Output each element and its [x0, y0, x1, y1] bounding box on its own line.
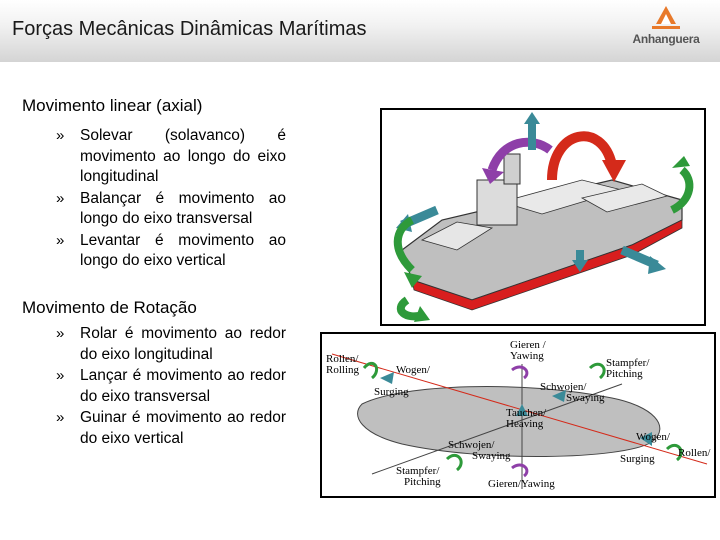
label-swaying-2: Swaying: [472, 450, 511, 462]
rotation-arrow-icon: [665, 443, 683, 462]
motion-axes-diagram: Rollen/ Rolling Wogen/ Surging Gieren / …: [320, 332, 716, 498]
label-rollen-1: Rollen/: [326, 353, 359, 365]
bullet-text: Lançar é movimento ao redor do eixo tran…: [80, 367, 286, 405]
container-stack-fore: [580, 183, 669, 213]
pitch-arrow-icon: [547, 131, 617, 181]
label-stampfer-2: Stampfer/: [396, 465, 440, 477]
label-heaving: Heaving: [506, 418, 544, 430]
list-item: » Solevar (solavanco) é movimento ao long…: [56, 126, 286, 188]
logo-text: Anhanguera: [632, 32, 700, 46]
rotation-arrow-icon: [445, 453, 463, 472]
label-tauchen: Tauchen/: [506, 407, 547, 419]
rotation-bullet-list: » Rolar é movimento ao redor do eixo long…: [56, 324, 286, 450]
bullet-text: Rolar é movimento ao redor do eixo longi…: [80, 325, 286, 363]
container-stack-aft: [420, 221, 494, 251]
bullet-mark: »: [56, 367, 65, 384]
ship-bridge: [476, 179, 518, 226]
ship-motion-illustration: [380, 108, 706, 326]
list-item: » Levantar é movimento ao longo do eixo v…: [56, 231, 286, 272]
label-pitching-2: Pitching: [404, 476, 441, 488]
rotation-arrow-icon: [511, 365, 529, 380]
label-stampfer-1: Stampfer/: [606, 357, 650, 369]
label-rollen-2: Rollen/: [678, 447, 711, 459]
heave-arrow-icon: [516, 404, 528, 416]
ship-funnel: [503, 153, 521, 185]
section-heading-rotation: Movimento de Rotação: [22, 298, 197, 317]
bullet-text: Levantar é movimento ao longo do eixo ve…: [80, 231, 286, 270]
logo-mark-icon: [652, 6, 680, 29]
motion-axes-drawing: [331, 353, 708, 489]
rotation-arrow-icon: [362, 361, 378, 380]
sway-arrow-icon: [552, 390, 566, 402]
list-item: » Guinar é movimento ao redor do eixo ver…: [56, 408, 286, 449]
bullet-mark: »: [56, 409, 65, 426]
ship-hull-red-band: [411, 219, 683, 311]
surge-arrow-icon: [380, 372, 394, 384]
slide-header: Forças Mecânicas Dinâmicas Marítimas Anh…: [0, 0, 720, 62]
bullet-mark: »: [56, 231, 65, 249]
bullet-text: Balançar é movimento ao longo do eixo tr…: [80, 189, 286, 228]
bullet-text: Solevar (solavanco) é movimento ao longo…: [80, 127, 286, 185]
bullet-text: Guinar é movimento ao redor do eixo vert…: [80, 409, 286, 447]
rotation-arrow-icon: [511, 463, 529, 478]
label-gieren-bottom: Gieren/Yawing: [488, 478, 555, 490]
linear-bullet-list: » Solevar (solavanco) é movimento ao long…: [56, 126, 286, 273]
ship-illustration: [393, 112, 694, 322]
bullet-mark: »: [56, 127, 65, 144]
label-gieren-top-2: Yawing: [510, 350, 544, 362]
label-surging-2: Surging: [620, 453, 655, 465]
bullet-mark: »: [56, 189, 65, 207]
surge-fore-arrow-icon: [640, 432, 652, 446]
bullet-mark: »: [56, 325, 65, 342]
slide-title: Forças Mecânicas Dinâmicas Marítimas: [12, 18, 367, 40]
label-rolling-1: Rolling: [326, 364, 360, 376]
label-pitching-1: Pitching: [606, 368, 643, 380]
label-wogen-1: Wogen/: [396, 364, 430, 376]
label-wogen-2: Wogen/: [636, 431, 670, 443]
rotation-arrow-icon: [588, 362, 606, 380]
transverse-axis: [371, 383, 623, 475]
label-schwojen-1: Schwojen/: [540, 381, 587, 393]
diagram-hull: [357, 386, 661, 458]
list-item: » Lançar é movimento ao redor do eixo tra…: [56, 366, 286, 407]
roll-arrow-fore-icon: [669, 166, 694, 214]
label-gieren-top-1: Gieren /: [510, 339, 546, 351]
label-surging-1: Surging: [374, 386, 409, 398]
label-schwojen-2: Schwojen/: [448, 439, 495, 451]
list-item: » Balançar é movimento ao longo do eixo t…: [56, 189, 286, 230]
roll-arrow-icon: [393, 216, 415, 273]
list-item: » Rolar é movimento ao redor do eixo long…: [56, 324, 286, 365]
yaw-arrow-icon: [487, 137, 553, 172]
section-heading-linear: Movimento linear (axial): [22, 96, 203, 115]
label-swaying-1: Swaying: [566, 392, 605, 404]
anhanguera-logo: Anhanguera: [616, 4, 716, 52]
